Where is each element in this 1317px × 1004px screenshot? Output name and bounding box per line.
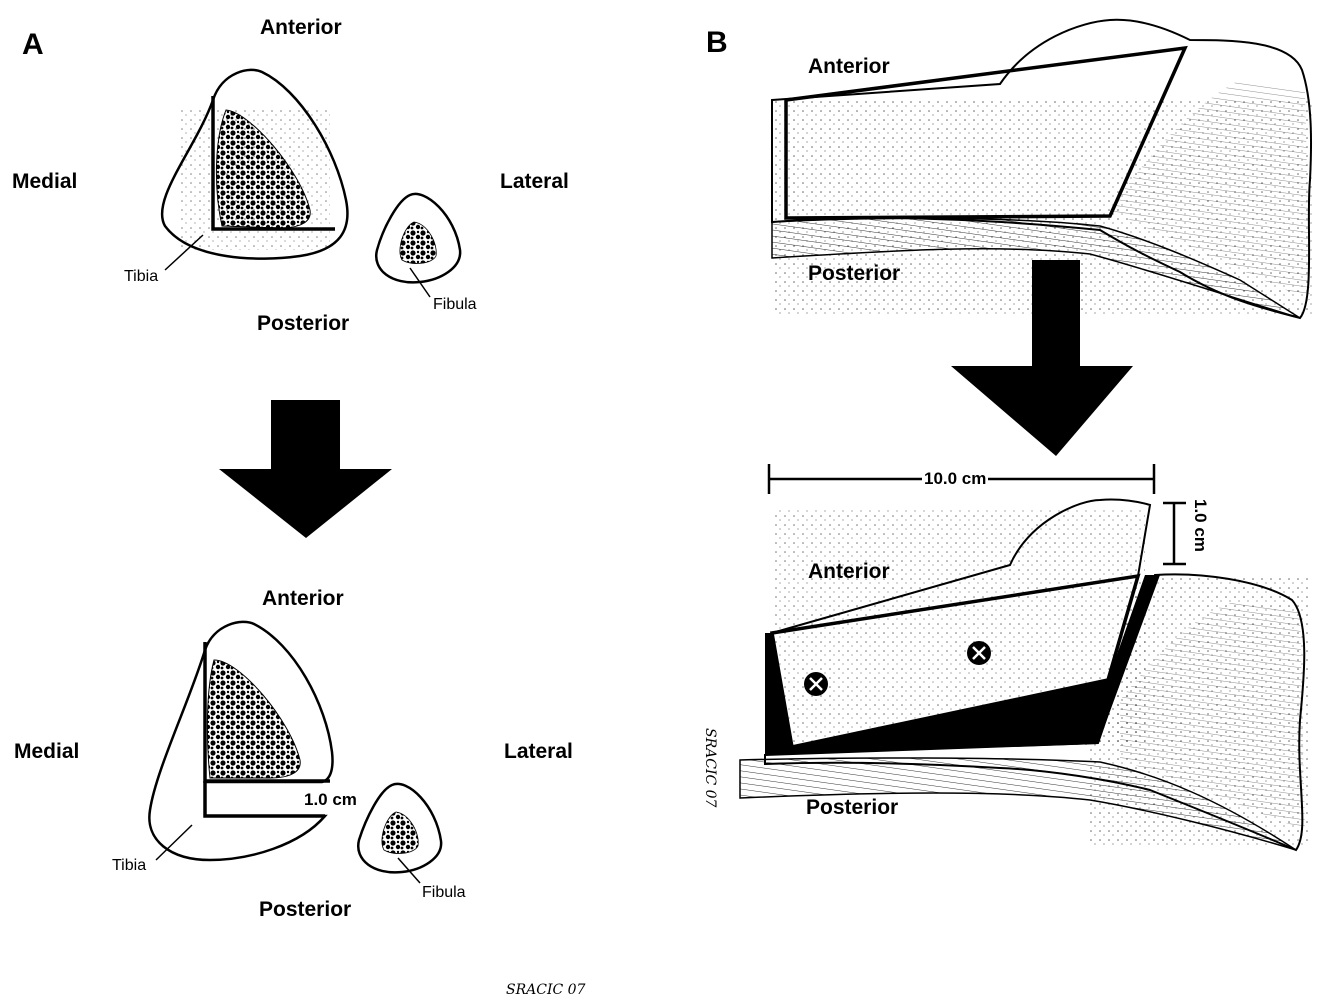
- tibia-label-a-bottom: Tibia: [112, 857, 146, 875]
- artist-signature-side: SRACIC 07: [702, 728, 718, 807]
- posterior-label-b-top: Posterior: [808, 262, 900, 286]
- anterior-label-a-bottom: Anterior: [262, 587, 344, 611]
- screw-marker-1: [804, 672, 828, 696]
- medial-label-a-bottom: Medial: [14, 740, 79, 764]
- panel-a-letter: A: [22, 28, 44, 62]
- panel-b-letter: B: [706, 26, 728, 60]
- fibula-label-a-top: Fibula: [433, 296, 477, 314]
- fibula-label-a-bottom: Fibula: [422, 884, 466, 902]
- anterior-label-b-top: Anterior: [808, 55, 890, 79]
- height-measure-label: 1.0 cm: [1190, 499, 1210, 552]
- length-measure-label: 10.0 cm: [922, 469, 988, 489]
- medial-label-a-top: Medial: [12, 170, 77, 194]
- artist-signature-bottom: SRACIC 07: [506, 982, 585, 998]
- anterior-label-b-bottom: Anterior: [808, 560, 890, 584]
- lateral-label-a-top: Lateral: [500, 170, 569, 194]
- screw-marker-2: [967, 641, 991, 665]
- arrow-down-a: [219, 400, 392, 538]
- lateral-label-a-bottom: Lateral: [504, 740, 573, 764]
- posterior-label-a-bottom: Posterior: [259, 898, 351, 922]
- posterior-label-b-bottom: Posterior: [806, 796, 898, 820]
- anterior-label-a-top: Anterior: [260, 16, 342, 40]
- depth-measure-label-a: 1.0 cm: [302, 790, 359, 810]
- tibia-label-a-top: Tibia: [124, 268, 158, 286]
- posterior-label-a-top: Posterior: [257, 312, 349, 336]
